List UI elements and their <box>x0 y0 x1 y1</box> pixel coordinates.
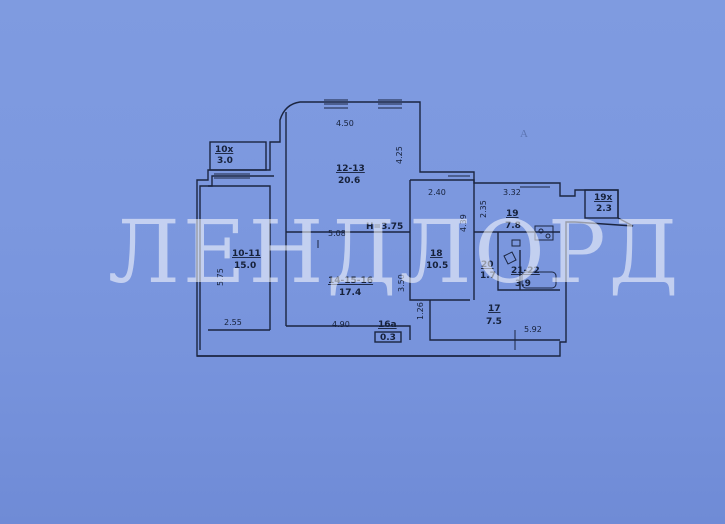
room-number: 10-11 <box>232 249 261 259</box>
room-area: 7.8 <box>505 221 521 231</box>
bathtub-icon <box>521 271 557 289</box>
burner-icon <box>538 228 544 234</box>
room-area: 0.3 <box>380 333 396 343</box>
room-area: 7.5 <box>486 317 502 327</box>
dimension-labels: 4.50 4.25 2.40 3.32 5.75 5.08 4.39 2.35 … <box>216 119 542 334</box>
wall-10-11 <box>208 185 271 330</box>
dimension-4-39: 4.39 <box>459 214 468 232</box>
dimension-4-25: 4.25 <box>395 146 404 164</box>
wall-18-right <box>410 179 475 300</box>
wall-17 <box>429 300 560 341</box>
room-21-22: 21-22 3.9 <box>511 266 540 289</box>
windows <box>214 99 550 188</box>
room-number: 16а <box>378 320 397 330</box>
fixtures <box>317 225 557 350</box>
window-18 <box>448 171 470 177</box>
outer-wall <box>196 101 634 357</box>
dimension-5-75: 5.75 <box>216 268 225 286</box>
room-12-13: 12-13 20.6 <box>336 164 365 186</box>
room-19x: 19х 2.3 <box>594 193 613 214</box>
room-number: 10х <box>215 145 234 155</box>
room-number: 18 <box>430 249 443 259</box>
window-10-11 <box>214 169 250 179</box>
burner-icon <box>545 233 551 239</box>
room-14-15-16: 14-15-16 17.4 <box>328 276 373 298</box>
room-area: 1.7 <box>480 271 496 281</box>
room-10x: 10х 3.0 <box>215 145 234 166</box>
room-area: 10.5 <box>426 261 448 271</box>
watermark: ЛЕНДЛОРД <box>108 203 682 303</box>
room-number: 19 <box>506 209 519 219</box>
room-number: 21-22 <box>511 266 540 276</box>
dimension-2-35: 2.35 <box>479 200 488 218</box>
dimension-5-08: 5.08 <box>328 229 346 238</box>
sink-icon <box>511 239 521 247</box>
room-area: 3.9 <box>515 279 531 289</box>
room-number: 14-15-16 <box>328 276 373 286</box>
window-12-13-a <box>324 99 348 109</box>
dimension-3-32: 3.32 <box>503 188 521 197</box>
room-number: 19х <box>594 193 613 203</box>
room-number: 12-13 <box>336 164 365 174</box>
background-print-text: А <box>520 128 528 140</box>
dimension-5-92: 5.92 <box>524 325 542 334</box>
room-area: 2.3 <box>596 204 612 214</box>
room-number: 20 <box>481 260 494 270</box>
room-area: 3.0 <box>217 156 233 166</box>
dimension-1-26: 1.26 <box>416 302 425 320</box>
room-18: 18 10.5 <box>426 249 448 271</box>
dimension-4-90: 4.90 <box>332 320 350 329</box>
room-area: 17.4 <box>339 288 361 298</box>
toilet-icon <box>503 251 517 265</box>
walls <box>196 101 634 357</box>
window-19 <box>520 182 550 188</box>
room-area: 15.0 <box>234 261 256 271</box>
room-number: 17 <box>488 304 501 314</box>
dimension-3-50: 3.50 <box>397 274 406 292</box>
ceiling-height-label: Н=3.75 <box>366 222 403 232</box>
room-10-11: 10-11 15.0 <box>232 249 261 271</box>
wall-corridor-bottom <box>286 325 411 340</box>
balcony-19x <box>584 189 619 219</box>
dimension-2-40: 2.40 <box>428 188 446 197</box>
stove-icon <box>534 225 554 241</box>
dimension-2-55: 2.55 <box>224 318 242 327</box>
wall-20-21 <box>497 232 560 291</box>
room-area: 20.6 <box>338 176 360 186</box>
wall-18 <box>409 180 470 301</box>
room-17: 17 7.5 <box>486 304 502 327</box>
room-19: 19 7.8 <box>505 209 521 231</box>
room-20: 20 1.7 <box>480 260 496 281</box>
dimension-4-50: 4.50 <box>336 119 354 128</box>
window-12-13-b <box>378 99 402 109</box>
room-16a: 16а 0.3 <box>378 320 397 343</box>
closet-16a <box>374 331 402 343</box>
